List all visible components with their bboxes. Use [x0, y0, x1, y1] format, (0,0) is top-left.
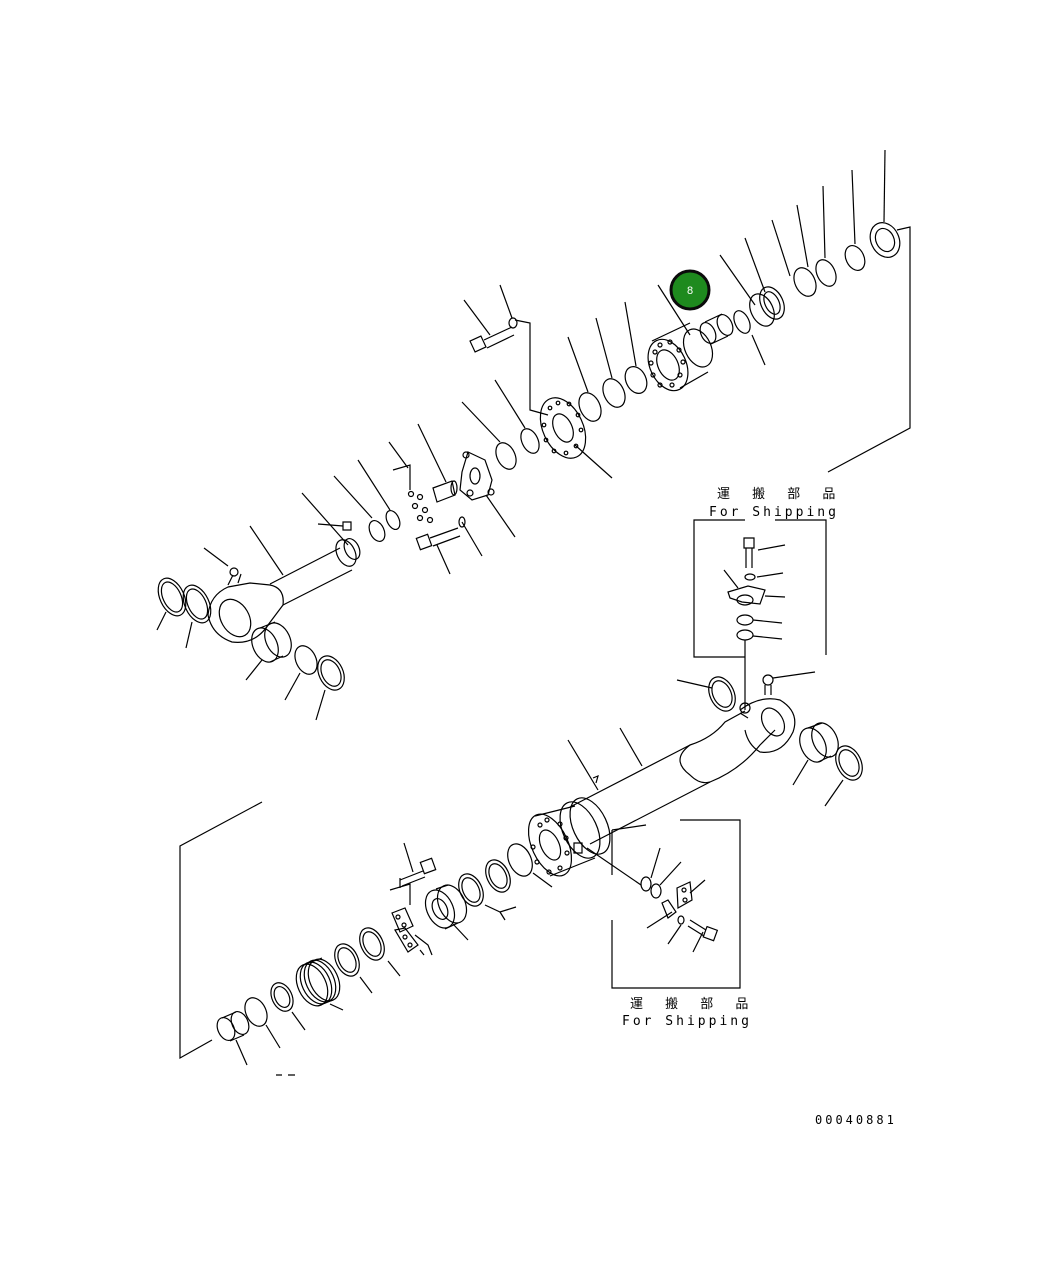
ring-part	[745, 290, 779, 330]
shipping-label-jp-lower: 運 搬 部 品	[630, 997, 757, 1012]
cylinder-head-part	[640, 323, 718, 397]
seal-part	[492, 440, 520, 473]
callout-circle[interactable]	[671, 271, 709, 309]
ring-part	[355, 924, 389, 964]
snap-ring-part	[731, 308, 754, 336]
shipping-label-en-lower: For Shipping	[622, 1014, 752, 1029]
upper-rod-assembly	[153, 150, 910, 720]
drawing-number: 00040881	[815, 1113, 897, 1127]
grease-fitting-part	[763, 675, 773, 685]
seal-part	[291, 642, 322, 678]
ring-part	[599, 375, 630, 411]
callout-8[interactable]	[671, 271, 709, 309]
plate-part	[392, 908, 418, 952]
ring-part	[621, 363, 651, 397]
lower-piston-assembly	[180, 802, 552, 1075]
cylinder-tube-part	[520, 699, 795, 883]
washer-part	[678, 916, 684, 924]
screw-part	[400, 858, 436, 888]
ring-part	[330, 940, 364, 980]
flange-part	[531, 391, 594, 466]
bolt-part	[470, 327, 514, 352]
pin-part	[433, 481, 457, 502]
shim-part	[737, 630, 753, 640]
seal-part	[313, 652, 350, 695]
seal-part	[831, 742, 868, 785]
lock-plate-part	[724, 570, 765, 605]
spherical-bushing-part	[795, 719, 844, 767]
shim-part	[651, 884, 661, 898]
seal-part	[704, 673, 741, 716]
ring-part	[454, 870, 488, 910]
ring-part	[366, 518, 388, 544]
ring-part	[755, 283, 789, 323]
callout-number: 8	[687, 285, 693, 297]
ring-part	[812, 257, 840, 290]
ring-part	[383, 508, 402, 531]
bushing-part	[214, 1009, 253, 1044]
shim-part	[737, 615, 753, 625]
ring-part	[481, 856, 515, 896]
seal-part	[517, 426, 542, 456]
retainer-plate-part	[460, 452, 494, 500]
piston-nut-part	[420, 880, 472, 932]
washer-part	[745, 574, 755, 580]
assembly-bracket-right	[828, 227, 910, 472]
ring-part	[503, 840, 537, 880]
piston-rod-part	[208, 493, 363, 642]
spherical-bushing-part	[247, 619, 297, 667]
shipping-box-lower	[587, 820, 740, 988]
ring-part	[241, 994, 272, 1030]
bolt-part	[416, 528, 460, 550]
steel-balls-part	[409, 492, 433, 523]
shipping-label-en-upper: For Shipping	[709, 505, 839, 520]
ring-part	[267, 979, 298, 1015]
ring-part	[178, 581, 217, 627]
bolt-part	[744, 538, 754, 568]
ring-part	[841, 242, 868, 273]
shim-part	[641, 877, 651, 891]
shipping-box-upper	[694, 520, 826, 710]
washer-part	[509, 318, 517, 328]
washer-part	[459, 517, 465, 527]
dust-seal-part	[865, 218, 906, 262]
lock-plate-part	[662, 882, 692, 918]
piston-part	[290, 954, 346, 1011]
seal-part	[153, 574, 192, 620]
assembly-bracket-left	[180, 802, 262, 1058]
ring-part	[790, 264, 821, 300]
ring-part	[575, 389, 606, 425]
bolt-part	[688, 920, 717, 941]
plug-part	[343, 522, 351, 530]
shipping-label-jp-upper: 運 搬 部 品	[717, 487, 844, 502]
bushing-part	[697, 312, 736, 346]
